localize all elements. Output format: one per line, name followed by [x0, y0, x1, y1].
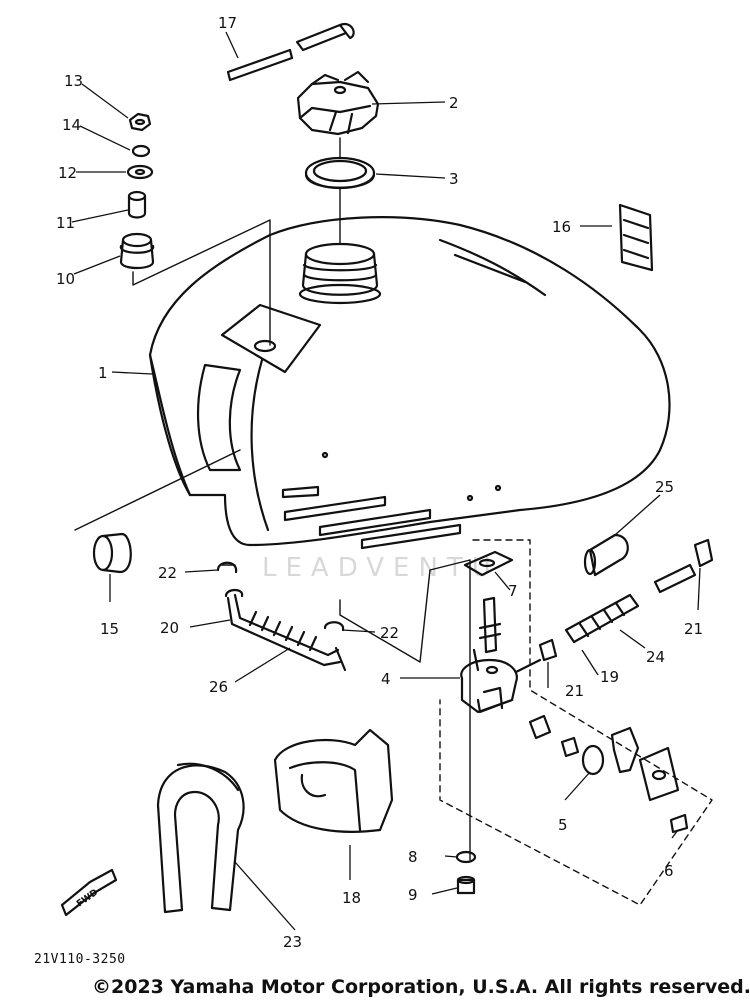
mount-washer-14 [131, 144, 151, 158]
mount-washer-12 [126, 164, 154, 180]
fuel-hose-24 [564, 593, 640, 644]
fwd-arrow [60, 868, 118, 917]
callout-1: 1 [98, 364, 108, 382]
callout-21-upper: 21 [684, 620, 703, 638]
breather-hose [226, 22, 355, 82]
callout-labels: 17 2 3 16 13 14 12 11 10 1 15 22 20 26 2… [56, 14, 703, 951]
damper-15 [92, 532, 132, 574]
callout-9: 9 [408, 886, 418, 904]
callout-leaders [71, 31, 701, 931]
hose-clip-22-lower [323, 621, 345, 632]
overflow-hose-25 [224, 588, 347, 672]
callout-10: 10 [56, 270, 75, 288]
mount-collar [127, 190, 147, 219]
tank-band-23 [156, 762, 245, 914]
callout-7: 7 [508, 582, 518, 600]
fuel-cap [296, 70, 380, 136]
tank-emblem-16 [618, 203, 654, 272]
callout-20: 20 [160, 619, 179, 637]
callout-21-lower: 21 [565, 682, 584, 700]
callout-24: 24 [646, 648, 665, 666]
fuel-cock [460, 596, 542, 714]
callout-22-upper: 22 [158, 564, 177, 582]
cock-gasket-7 [463, 550, 514, 577]
leader-lines [74, 137, 471, 861]
seal-washer-8 [455, 850, 477, 864]
callout-23: 23 [283, 933, 302, 951]
callout-15: 15 [100, 620, 119, 638]
callout-3: 3 [449, 170, 459, 188]
callout-12: 12 [58, 164, 77, 182]
hose-clip-21-upper [693, 538, 714, 568]
callout-26: 25 [655, 478, 674, 496]
hose-joint-26 [583, 533, 629, 577]
mount-nut [128, 112, 152, 132]
cap-gasket [304, 156, 376, 190]
copyright-notice: ©2023 Yamaha Motor Corporation, U.S.A. A… [92, 976, 750, 998]
callout-22-lower: 22 [380, 624, 399, 642]
hose-clip-21-lower [538, 638, 558, 662]
bolt-9 [456, 875, 476, 895]
cock-lever-parts [528, 714, 689, 834]
callout-4: 4 [381, 670, 391, 688]
petcock-assembly-box [439, 539, 713, 906]
callout-2: 2 [449, 94, 459, 112]
hose-spring [653, 563, 697, 594]
tank-cover-18 [273, 728, 394, 833]
callout-14: 14 [62, 116, 81, 134]
mount-damper [119, 232, 155, 270]
callout-6: 6 [664, 862, 674, 880]
fuel-tank [148, 216, 671, 550]
callout-5: 5 [558, 816, 568, 834]
callout-13: 13 [64, 72, 83, 90]
callout-25: 26 [209, 678, 228, 696]
callout-8: 8 [408, 848, 418, 866]
callout-17: 17 [218, 14, 237, 32]
filler-neck [298, 242, 382, 305]
hose-clip-22-upper [216, 561, 238, 574]
callout-11: 11 [56, 214, 75, 232]
watermark: LEADVENTU [262, 553, 500, 583]
callout-18: 18 [342, 889, 361, 907]
callout-19: 19 [600, 668, 619, 686]
callout-16: 16 [552, 218, 571, 236]
diagram-code: 21V110-3250 [34, 952, 126, 967]
